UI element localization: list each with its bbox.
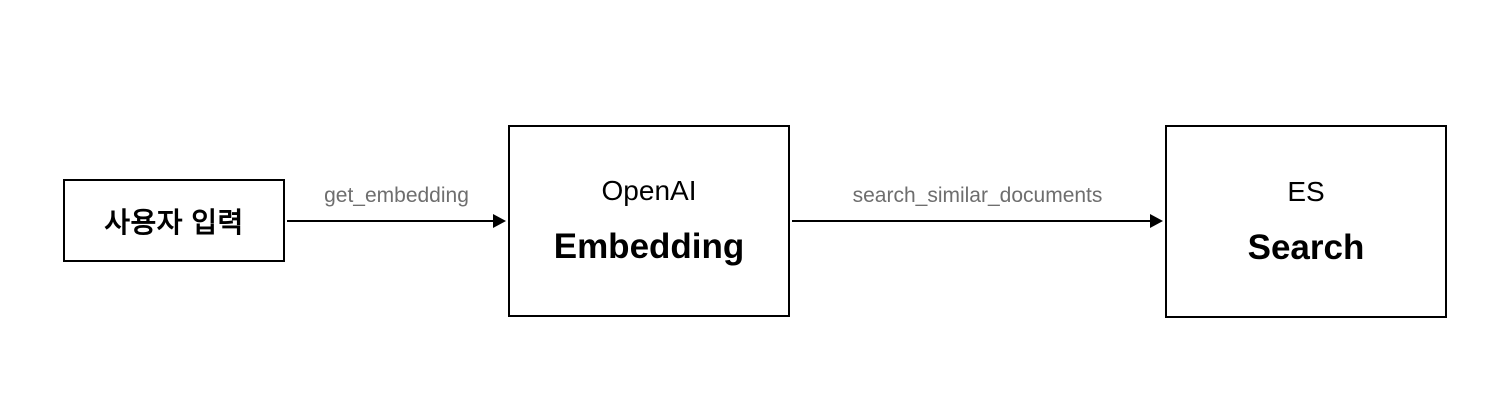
node-es-search-title: ES <box>1287 175 1325 207</box>
edge-get-embedding-label: get_embedding <box>324 184 469 207</box>
edge-search-similar-documents-label: search_similar_documents <box>852 184 1103 207</box>
edge-search-similar-documents-line <box>792 220 1150 222</box>
node-openai-embedding: OpenAI Embedding <box>508 125 790 317</box>
node-user-input-label: 사용자 입력 <box>104 206 244 238</box>
edge-get-embedding-line <box>287 220 493 222</box>
node-user-input: 사용자 입력 <box>63 179 285 262</box>
arrow-head-icon <box>1150 214 1163 228</box>
node-openai-embedding-subtitle: Embedding <box>553 227 745 266</box>
node-openai-embedding-title: OpenAI <box>601 175 697 206</box>
node-es-search-subtitle: Search <box>1247 227 1365 267</box>
arrow-head-icon <box>493 214 506 228</box>
node-es-search: ES Search <box>1165 125 1447 318</box>
